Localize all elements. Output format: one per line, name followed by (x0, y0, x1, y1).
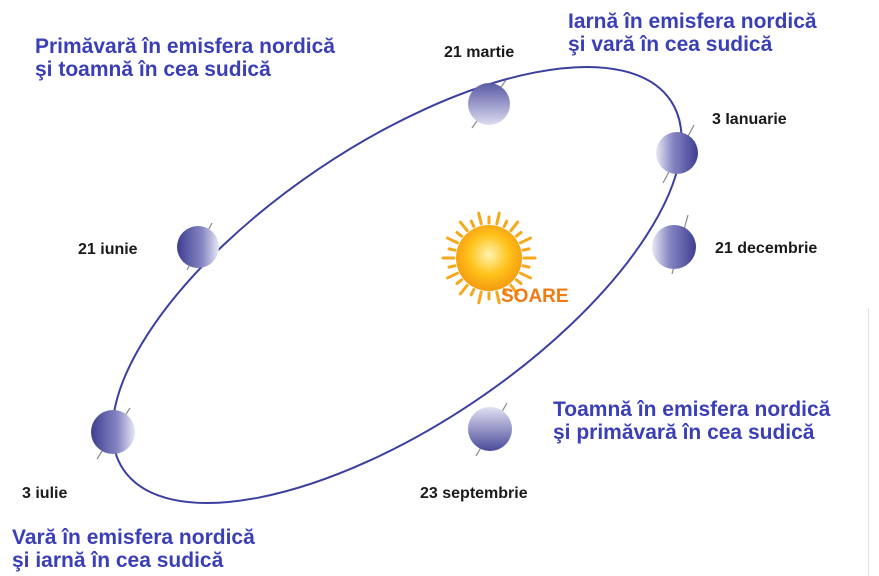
sun-ray (447, 247, 457, 252)
earth-december-icon (652, 214, 696, 275)
season-line-2: şi vară în cea sudică (568, 33, 773, 56)
sun-ray (469, 219, 476, 228)
season-line-2: şi primăvară în cea sudică (553, 421, 815, 444)
season-text-summer-north: Vară în emisfera nordică şi iarnă în cea… (12, 526, 255, 572)
sun-ray (519, 271, 532, 280)
sun-icon (441, 211, 537, 305)
sun-ray (495, 211, 501, 226)
earth-september-icon (468, 402, 512, 457)
season-text-winter-north: Iarnă în emisfera nordică şi vară în cea… (568, 10, 817, 56)
date-label-september: 23 septembrie (420, 485, 528, 502)
sun-ray (509, 283, 520, 296)
sun-ray (521, 264, 531, 269)
date-label-december: 21 decembrie (715, 240, 818, 257)
sun-ray (495, 290, 501, 305)
season-line-1: Iarnă în emisfera nordică (568, 10, 817, 33)
sun-ray (469, 288, 476, 297)
sun-ray (455, 278, 464, 286)
season-line-2: şi iarnă în cea sudică (12, 549, 224, 572)
season-line-1: Vară în emisfera nordică (12, 526, 255, 549)
sun-ray (502, 288, 509, 297)
earth-june-icon (177, 222, 219, 271)
sun-ray (458, 220, 469, 233)
orbit-ellipse (111, 66, 683, 504)
sun-ray (446, 271, 459, 280)
season-line-1: Primăvară în emisfera nordică (35, 35, 335, 58)
sun-ray (458, 283, 469, 296)
sun-ray (477, 290, 483, 305)
date-label-january: 3 Ianuarie (712, 111, 787, 128)
edge-divider (868, 308, 869, 576)
sun-ray (521, 247, 531, 252)
season-line-2: şi toamnă în cea sudică (35, 58, 271, 81)
sun-ray (455, 230, 464, 238)
earth-january-icon (656, 124, 698, 184)
sun-ray (447, 264, 457, 269)
season-text-spring-north: Primăvară în emisfera nordică şi toamnă … (35, 35, 335, 81)
sun-ray (509, 220, 520, 233)
date-label-march: 21 martie (444, 44, 515, 61)
season-text-autumn-north: Toamnă în emisfera nordică şi primăvară … (553, 398, 830, 444)
date-label-june: 21 iunie (78, 241, 138, 258)
date-label-july: 3 iulie (22, 485, 68, 502)
sun-ray (514, 230, 523, 238)
sun-ray (519, 236, 532, 245)
earth-march-icon (468, 79, 510, 129)
sun-label: SOARE (501, 286, 569, 307)
sun-ray (514, 278, 523, 286)
sun-ray (446, 236, 459, 245)
sun-ray (477, 211, 483, 226)
sun-ray (502, 219, 509, 228)
earth-july-icon (91, 407, 135, 460)
season-line-1: Toamnă în emisfera nordică (553, 398, 831, 421)
